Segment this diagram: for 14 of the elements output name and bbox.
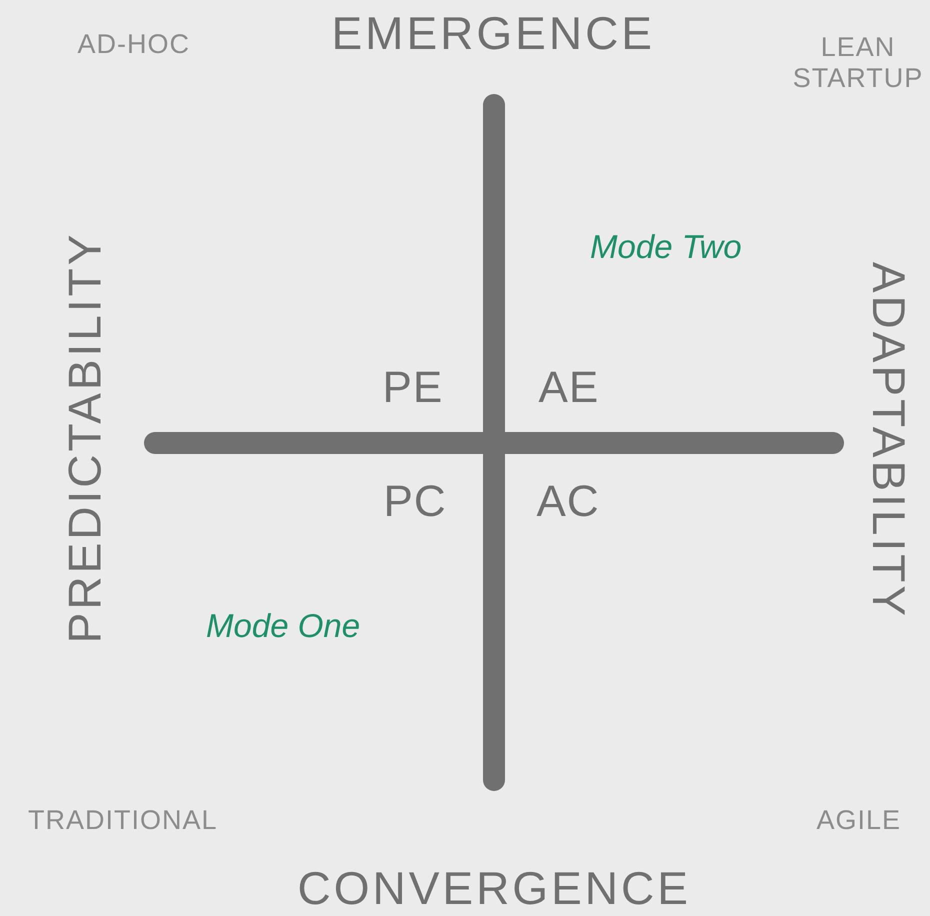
quadrant-code: AC (536, 476, 600, 528)
corner-label: AD-HOC (78, 28, 190, 60)
quadrant-code: PC (384, 476, 447, 528)
quadrant-code: AE (538, 362, 600, 414)
axis-title: CONVERGENCE (298, 862, 691, 914)
corner-label: LEAN STARTUP (792, 32, 924, 94)
quadrant-note: Mode One (206, 607, 362, 645)
corner-label: AGILE (816, 804, 902, 836)
axis-title: ADAPTABILITY (862, 261, 915, 619)
axis-title: PREDICTABILITY (58, 231, 112, 643)
quadrant-note: Mode Two (590, 228, 743, 266)
axis-title: EMERGENCE (332, 6, 655, 60)
quadrant-code: PE (382, 362, 444, 414)
corner-label: TRADITIONAL (28, 804, 218, 836)
